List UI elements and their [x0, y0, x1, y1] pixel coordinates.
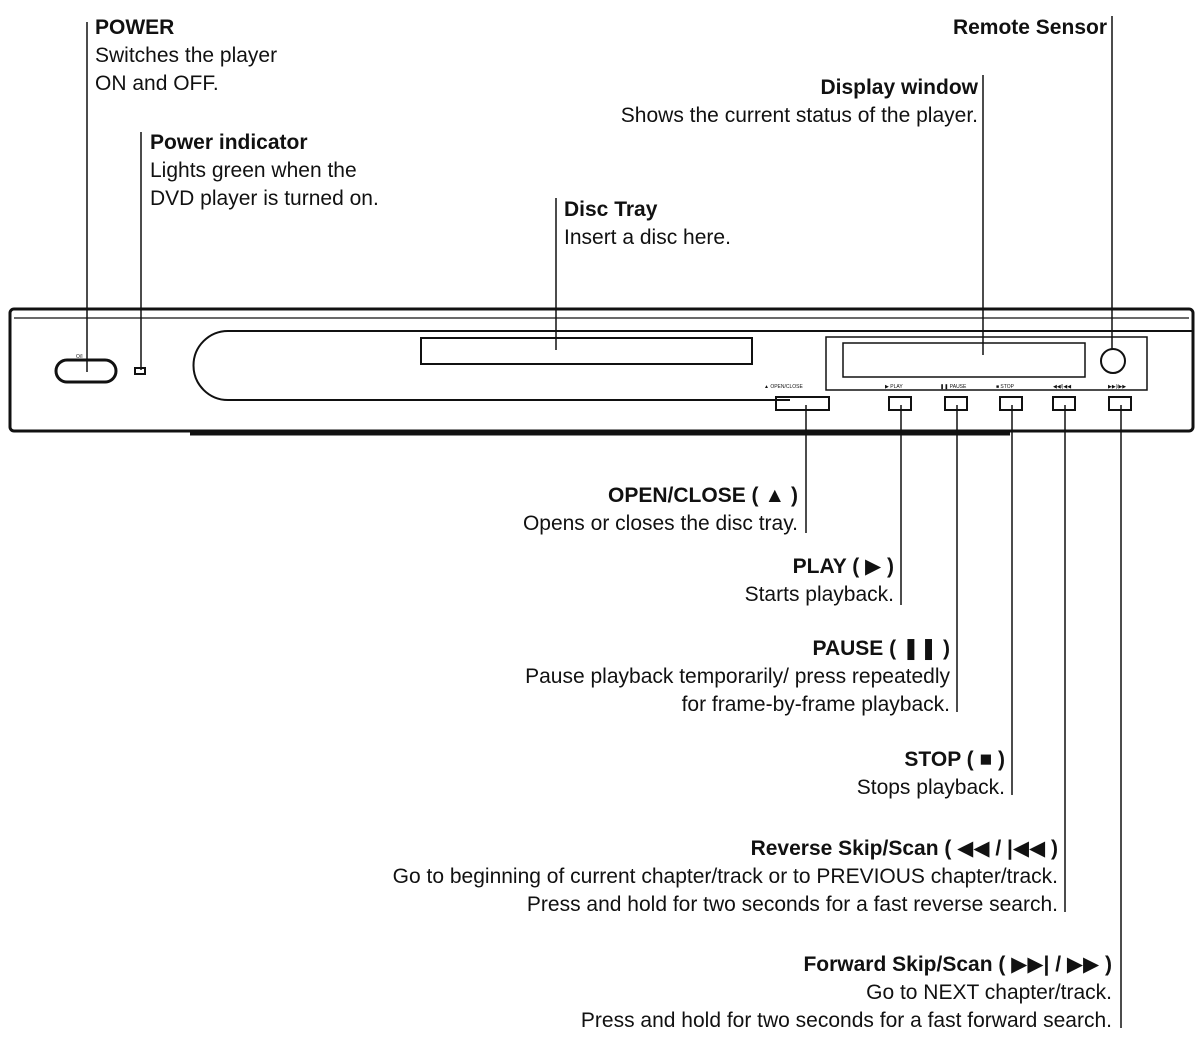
- display-window-callout: Display window Shows the current status …: [621, 74, 978, 130]
- pause-button[interactable]: [944, 396, 968, 411]
- power-button[interactable]: [54, 358, 118, 384]
- disc-tray-title: Disc Tray: [564, 198, 658, 221]
- remote-sensor-callout: Remote Sensor: [953, 14, 1107, 42]
- stop-panel-label: ■ STOP: [996, 384, 1015, 390]
- play-title: PLAY ( ▶ ): [792, 555, 894, 578]
- pause-title: PAUSE ( ❚❚ ): [812, 637, 950, 660]
- reverse-desc-2: Press and hold for two seconds for a fas…: [526, 893, 1058, 916]
- open-close-callout: OPEN/CLOSE ( ▲ ) Opens or closes the dis…: [523, 482, 798, 538]
- display-panel: [825, 336, 1148, 391]
- pause-desc-2: for frame-by-frame playback.: [681, 693, 950, 716]
- power-title: POWER: [95, 16, 175, 39]
- display-window: [842, 342, 1086, 378]
- power-indicator-callout: Power indicator Lights green when the DV…: [150, 129, 379, 213]
- disc-tray-desc: Insert a disc here.: [564, 226, 731, 249]
- forward-callout: Forward Skip/Scan ( ▶▶| / ▶▶ ) Go to NEX…: [581, 951, 1112, 1035]
- play-desc: Starts playback.: [744, 583, 894, 606]
- reverse-panel-label: ◀◀/|◀◀: [1053, 384, 1071, 390]
- player-body: [8, 307, 1195, 433]
- stop-callout: STOP ( ■ ) Stops playback.: [857, 746, 1005, 802]
- open-close-button[interactable]: [775, 396, 830, 411]
- open-close-panel-label: ▲ OPEN/CLOSE: [764, 384, 804, 390]
- pause-callout: PAUSE ( ❚❚ ) Pause playback temporarily/…: [525, 635, 950, 719]
- stop-button[interactable]: [999, 396, 1023, 411]
- stop-title: STOP ( ■ ): [904, 748, 1005, 771]
- pause-panel-label: ❚❚ PAUSE: [940, 384, 967, 390]
- reverse-title: Reverse Skip/Scan ( ◀◀ / |◀◀ ): [750, 837, 1058, 860]
- disc-tray[interactable]: [420, 337, 753, 365]
- display-window-title: Display window: [820, 76, 978, 99]
- power-desc-2: ON and OFF.: [95, 72, 219, 95]
- forward-title: Forward Skip/Scan ( ▶▶| / ▶▶ ): [803, 953, 1112, 976]
- open-close-desc: Opens or closes the disc tray.: [522, 512, 798, 535]
- play-callout: PLAY ( ▶ ) Starts playback.: [745, 553, 894, 609]
- forward-button[interactable]: [1108, 396, 1132, 411]
- power-indicator-desc-2: DVD player is turned on.: [150, 187, 379, 210]
- play-panel-label: ▶ PLAY: [885, 384, 903, 390]
- forward-desc-2: Press and hold for two seconds for a fas…: [580, 1009, 1112, 1032]
- reverse-desc-1: Go to beginning of current chapter/track…: [392, 865, 1058, 888]
- power-button-label: O/I: [76, 354, 83, 360]
- reverse-button[interactable]: [1052, 396, 1076, 411]
- reverse-callout: Reverse Skip/Scan ( ◀◀ / |◀◀ ) Go to beg…: [393, 835, 1058, 919]
- remote-sensor: [1100, 348, 1126, 374]
- display-window-desc: Shows the current status of the player.: [620, 104, 978, 127]
- disc-tray-callout: Disc Tray Insert a disc here.: [564, 196, 731, 252]
- power-desc-1: Switches the player: [95, 44, 278, 67]
- power-indicator-led: [134, 367, 146, 375]
- power-indicator-desc-1: Lights green when the: [150, 159, 357, 182]
- power-indicator-title: Power indicator: [150, 131, 308, 154]
- play-button[interactable]: [888, 396, 912, 411]
- pause-desc-1: Pause playback temporarily/ press repeat…: [525, 665, 950, 688]
- open-close-title: OPEN/CLOSE ( ▲ ): [608, 484, 798, 507]
- power-callout: POWER Switches the player ON and OFF.: [95, 14, 277, 98]
- disc-tray-bay: [192, 330, 1194, 401]
- forward-panel-label: ▶▶|/▶▶: [1108, 384, 1126, 390]
- stop-desc: Stops playback.: [856, 776, 1005, 799]
- forward-desc-1: Go to NEXT chapter/track.: [866, 981, 1112, 1004]
- remote-sensor-title: Remote Sensor: [952, 16, 1107, 39]
